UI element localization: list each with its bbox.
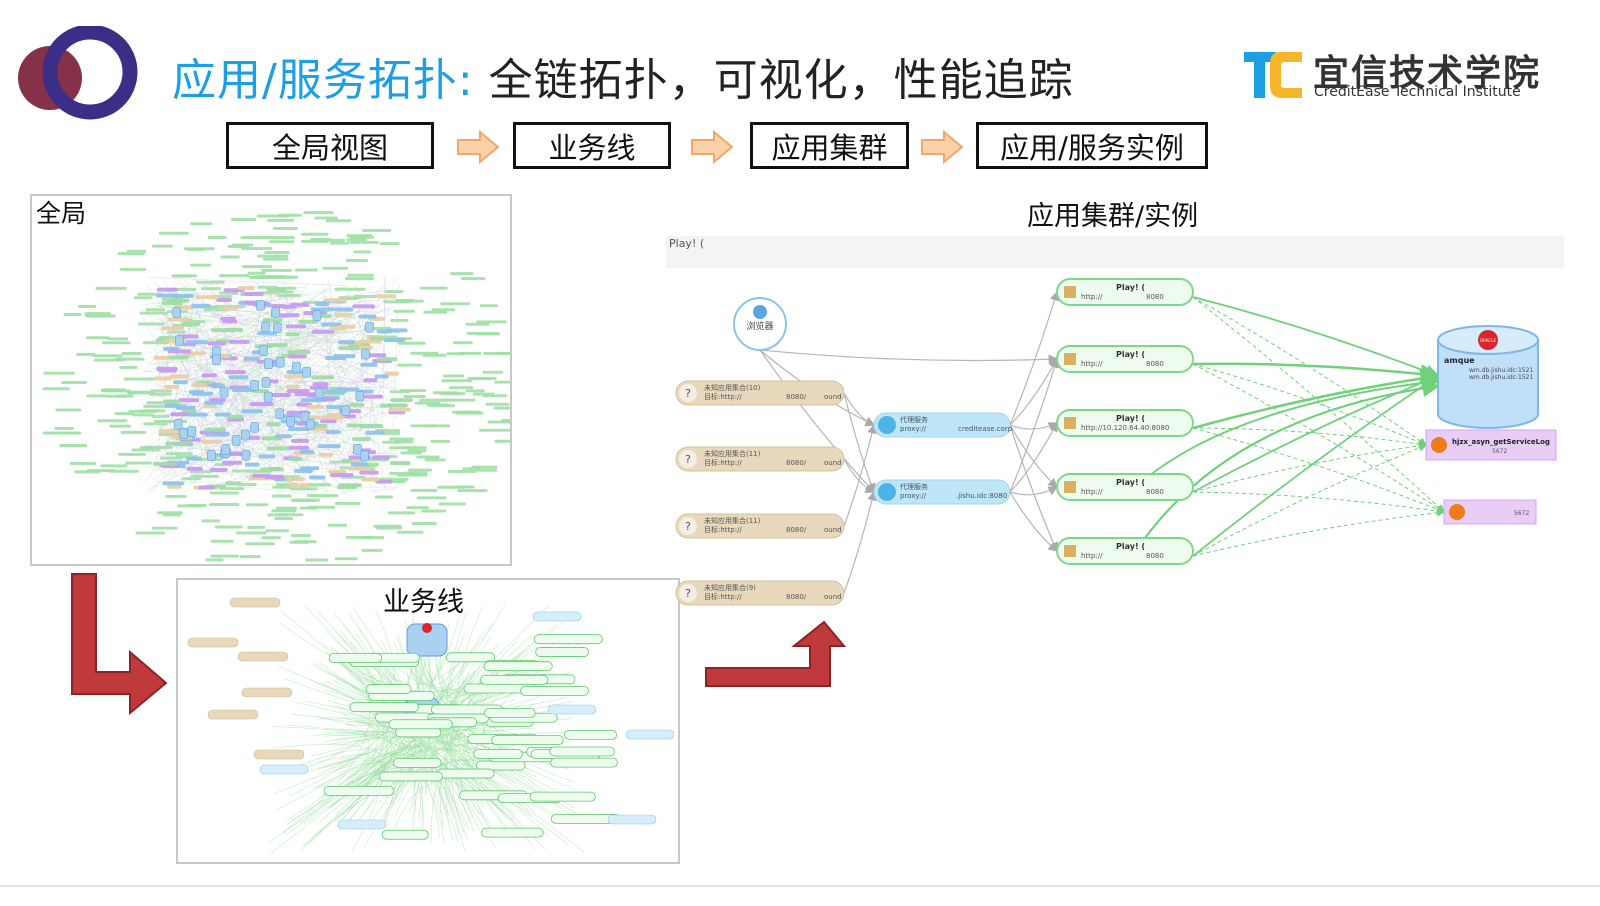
play-instance-node[interactable]: Play! ( http://10.120.64.40:8080	[1056, 409, 1194, 437]
svg-text:ound: ound	[824, 393, 842, 401]
step-global-view: 全局视图	[226, 122, 434, 169]
cluster-graph: 浏览器 ? 未知应用集合(10) 目标:http:// 8080/ ound ?…	[675, 278, 1557, 606]
cluster-header-bar	[666, 236, 1564, 268]
svg-text:Play! (: Play! (	[1116, 283, 1145, 292]
mq-node[interactable]: 5672	[1443, 499, 1537, 525]
brand-logo-icon	[1244, 52, 1302, 98]
brand-name-en: CreditEase Technical Institute	[1314, 84, 1521, 100]
play-instance-node[interactable]: Play! ( http:// 8080	[1056, 473, 1194, 501]
svg-text:代理服务: 代理服务	[900, 482, 928, 491]
cluster-panel-label: 应用集群/实例	[1027, 201, 1199, 232]
svg-text:8080: 8080	[1146, 552, 1164, 560]
footer-divider	[0, 885, 1600, 887]
svg-text:amque: amque	[1444, 356, 1475, 365]
global-topology-graph	[42, 211, 510, 562]
svg-text:8080: 8080	[1146, 293, 1164, 301]
global-panel-label: 全局	[36, 199, 87, 228]
svg-text:Play! (: Play! (	[1116, 542, 1145, 551]
mq-node[interactable]: hjzx_asyn_getServiceLog 5672	[1425, 429, 1557, 461]
flow-arrow-icon	[691, 130, 734, 164]
business-panel-label: 业务线	[383, 587, 464, 618]
flow-arrow-icon	[921, 130, 964, 164]
cluster-header-text: Play! (	[669, 237, 705, 250]
up-right-arrow-icon	[705, 620, 847, 687]
svg-text:?: ?	[685, 387, 691, 400]
svg-text:ound: ound	[824, 459, 842, 467]
svg-text:hjzx_asyn_getServiceLog: hjzx_asyn_getServiceLog	[1452, 438, 1550, 446]
browser-node[interactable]: 浏览器	[733, 297, 787, 351]
svg-text:5672: 5672	[1492, 448, 1507, 455]
step-business-line: 业务线	[513, 122, 671, 169]
svg-text:Play! (: Play! (	[1116, 414, 1145, 423]
svg-text:8080/: 8080/	[786, 393, 807, 401]
svg-text:ORACLE: ORACLE	[1480, 338, 1496, 343]
svg-text:目标:http://: 目标:http://	[704, 458, 742, 467]
svg-text:Play! (: Play! (	[1116, 478, 1145, 487]
svg-text:8080/: 8080/	[786, 459, 807, 467]
unknown-node[interactable]: ? 未知应用集合(11) 目标:http:// 8080/ ound	[675, 513, 845, 539]
svg-text:proxy://: proxy://	[900, 492, 927, 500]
flow-arrow-icon	[457, 130, 500, 164]
svg-text:8080: 8080	[1146, 360, 1164, 368]
svg-text:Play! (: Play! (	[1116, 350, 1145, 359]
svg-text:目标:http://: 目标:http://	[704, 592, 742, 601]
svg-text:http://: http://	[1081, 552, 1103, 560]
page-title: 应用/服务拓扑: 全链拓扑，可视化，性能追踪	[172, 44, 1074, 108]
svg-text:目标:http://: 目标:http://	[704, 392, 742, 401]
svg-text:http://: http://	[1081, 360, 1103, 368]
play-instance-node[interactable]: Play! ( http:// 8080	[1056, 345, 1194, 373]
svg-text:creditease.corp: creditease.corp	[958, 425, 1013, 433]
svg-text:http://: http://	[1081, 293, 1103, 301]
step-app-instance: 应用/服务实例	[976, 122, 1208, 169]
svg-text:ound: ound	[824, 526, 842, 534]
step-app-cluster: 应用集群	[750, 122, 909, 169]
svg-text:ound: ound	[824, 593, 842, 601]
svg-text:8080/: 8080/	[786, 593, 807, 601]
title-text: 全链拓扑，可视化，性能追踪	[488, 55, 1074, 106]
global-topology-panel	[30, 194, 512, 566]
browser-label: 浏览器	[746, 320, 773, 332]
svg-text:proxy://: proxy://	[900, 425, 927, 433]
unknown-node[interactable]: ? 未知应用集合(10) 目标:http:// 8080/ ound	[675, 380, 845, 406]
unknown-node[interactable]: ? 未知应用集合(11) 目标:http:// 8080/ ound	[675, 446, 845, 472]
svg-text:?: ?	[685, 587, 691, 600]
proxy-node[interactable]: 代理服务 proxy:// .jishu.idc:8080	[873, 479, 1011, 505]
svg-text:.jishu.idc:8080: .jishu.idc:8080	[956, 492, 1007, 500]
svg-text:?: ?	[685, 453, 691, 466]
svg-text:目标:http://: 目标:http://	[704, 525, 742, 534]
svg-text:代理服务: 代理服务	[900, 415, 928, 424]
svg-text:5672: 5672	[1514, 510, 1529, 517]
logo-rings-icon	[18, 26, 138, 120]
play-instance-node[interactable]: Play! ( http:// 8080	[1056, 278, 1194, 306]
oracle-database-node[interactable]: ORACLE amque wm.db.jishu.idc:1521 wm.db.…	[1437, 325, 1539, 429]
play-instance-node[interactable]: Play! ( http:// 8080	[1056, 537, 1194, 565]
svg-text:8080: 8080	[1146, 488, 1164, 496]
business-line-panel	[176, 578, 680, 864]
svg-text:未知应用集合(11): 未知应用集合(11)	[704, 449, 761, 458]
svg-text:8080/: 8080/	[786, 526, 807, 534]
unknown-node[interactable]: ? 未知应用集合(9) 目标:http:// 8080/ ound	[675, 580, 845, 606]
svg-text:?: ?	[685, 520, 691, 533]
brand-name-cn: 宜信技术学院	[1313, 53, 1542, 94]
svg-text:未知应用集合(10): 未知应用集合(10)	[704, 383, 761, 392]
svg-text:wm.db.jishu.idc:1521: wm.db.jishu.idc:1521	[1469, 367, 1533, 374]
svg-text:wm.db.jishu.idc:1521: wm.db.jishu.idc:1521	[1469, 374, 1533, 381]
svg-text:http://10.120.64.40:8080: http://10.120.64.40:8080	[1081, 424, 1169, 432]
business-line-graph	[187, 597, 675, 855]
proxy-node[interactable]: 代理服务 proxy:// creditease.corp	[873, 412, 1013, 438]
title-highlight: 应用/服务拓扑:	[172, 55, 474, 106]
svg-text:未知应用集合(11): 未知应用集合(11)	[704, 516, 761, 525]
oracle-badge-icon	[1478, 330, 1498, 350]
down-right-arrow-icon	[71, 573, 168, 716]
cluster-instance-view: Play! ( 浏览器 ? 未知应用集合(10) 目标:http:// 8080…	[666, 236, 1566, 616]
svg-text:未知应用集合(9): 未知应用集合(9)	[704, 583, 756, 592]
svg-text:http://: http://	[1081, 488, 1103, 496]
